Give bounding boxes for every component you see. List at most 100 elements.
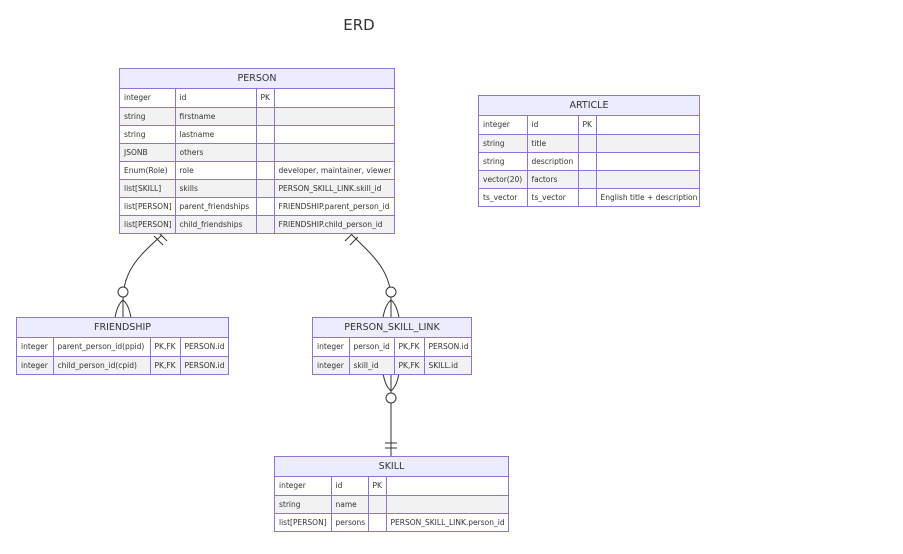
attribute-comment	[595, 133, 699, 152]
entity-person-name: PERSON	[120, 69, 394, 89]
attribute-comment	[273, 142, 394, 161]
attribute-type: list[PERSON]	[275, 512, 331, 531]
attribute-comment	[385, 494, 508, 513]
attribute-key: PK,FK	[393, 338, 424, 356]
attribute-comment: PERSON.id	[179, 338, 228, 356]
person-friendship-one-mark	[158, 232, 168, 242]
attribute-type: integer	[17, 338, 53, 356]
attribute-type: string	[120, 106, 175, 125]
attribute-type: list[PERSON]	[120, 196, 175, 215]
link-crowfoot-top	[382, 299, 400, 319]
attribute-name: person_id	[348, 338, 394, 356]
person-link-one-mark	[349, 236, 359, 246]
attribute-name: lastname	[174, 124, 256, 143]
attribute-type: list[SKILL]	[120, 178, 175, 197]
attribute-name: role	[174, 160, 256, 179]
attribute-type: integer	[313, 338, 349, 356]
attribute-row: vector(20)factors	[479, 169, 699, 188]
attribute-name: id	[174, 89, 256, 107]
entity-person-skill-link-name: PERSON_SKILL_LINK	[313, 318, 471, 338]
link-crowfoot-bottom	[382, 372, 400, 392]
entity-friendship-name: FRIENDSHIP	[17, 318, 228, 338]
attribute-key: PK	[577, 116, 596, 134]
attribute-row: list[PERSON]parent_friendships FRIENDSHIP…	[120, 196, 394, 215]
attribute-type: integer	[479, 116, 527, 134]
attribute-comment: PERSON_SKILL_LINK.person_id	[385, 512, 508, 531]
entity-skill-name: SKILL	[275, 457, 508, 477]
attribute-key	[255, 160, 274, 179]
attribute-row: list[SKILL]skills PERSON_SKILL_LINK.skill…	[120, 178, 394, 197]
attribute-key	[577, 133, 596, 152]
attribute-key	[577, 151, 596, 170]
attribute-comment	[595, 151, 699, 170]
attribute-type: string	[479, 133, 527, 152]
attribute-name: others	[174, 142, 256, 161]
attribute-type: list[PERSON]	[120, 214, 175, 233]
attribute-key: PK,FK	[149, 355, 180, 374]
attribute-key	[255, 142, 274, 161]
attribute-comment: PERSON_SKILL_LINK.skill_id	[273, 178, 394, 197]
attribute-type: integer	[17, 355, 53, 374]
attribute-comment: PERSON.id	[423, 338, 471, 356]
attribute-type: string	[479, 151, 527, 170]
attribute-name: child_person_id(cpid)	[52, 355, 150, 374]
attribute-comment: SKILL.id	[423, 355, 471, 374]
attribute-type: vector(20)	[479, 169, 527, 188]
attribute-row: Enum(Role)role developer, maintainer, vie…	[120, 160, 394, 179]
attribute-key	[255, 196, 274, 215]
entity-article-name: ARTICLE	[479, 96, 699, 116]
attribute-name: parent_friendships	[174, 196, 256, 215]
attribute-key	[255, 106, 274, 125]
attribute-name: id	[330, 477, 368, 495]
attribute-type: integer	[313, 355, 349, 374]
attribute-key: PK	[255, 89, 274, 107]
attribute-comment: PERSON.id	[179, 355, 228, 374]
attribute-name: skills	[174, 178, 256, 197]
attribute-key	[367, 494, 386, 513]
person-link-one-mark	[344, 232, 354, 242]
attribute-key	[255, 178, 274, 197]
attribute-comment	[385, 477, 508, 495]
link-zero-circle-top	[385, 286, 397, 298]
attribute-type: Enum(Role)	[120, 160, 175, 179]
attribute-comment: English title + description	[595, 187, 699, 206]
attribute-key	[255, 214, 274, 233]
attribute-type: integer	[275, 477, 331, 495]
attribute-comment: FRIENDSHIP.parent_person_id	[273, 196, 394, 215]
attribute-key	[367, 512, 386, 531]
attribute-name: name	[330, 494, 368, 513]
person-friendship-one-mark	[153, 235, 164, 246]
attribute-name: persons	[330, 512, 368, 531]
person-friendship-edge	[122, 234, 163, 318]
attribute-comment	[273, 89, 394, 107]
link-zero-circle-bottom	[385, 392, 397, 404]
friendship-crowfoot	[114, 299, 132, 319]
attribute-comment	[273, 106, 394, 125]
attribute-comment: developer, maintainer, viewer	[273, 160, 394, 179]
attribute-type: ts_vector	[479, 187, 527, 206]
friendship-zero-circle	[117, 286, 129, 298]
attribute-name: id	[526, 116, 578, 134]
